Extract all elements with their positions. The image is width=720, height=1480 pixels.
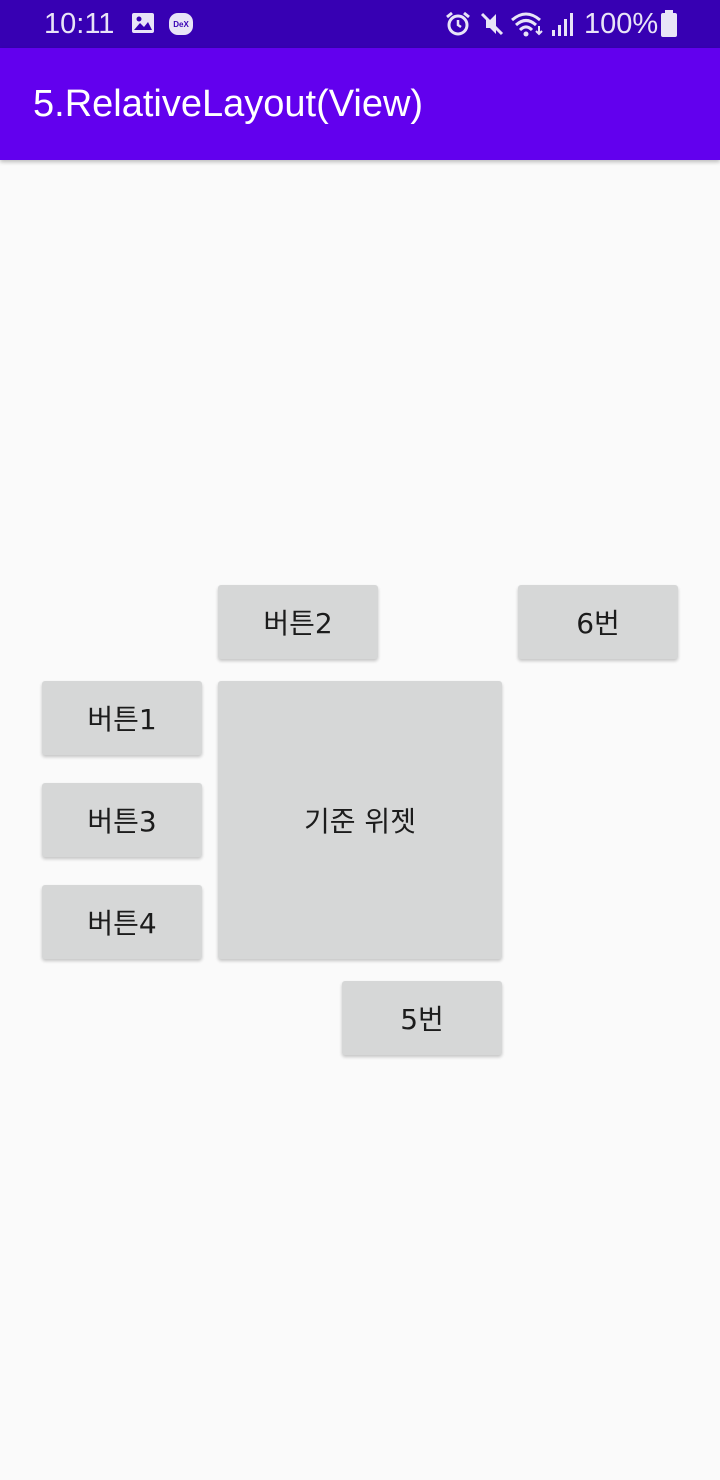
app-bar: 5.RelativeLayout(View) bbox=[0, 48, 720, 160]
button-1[interactable]: 버튼1 bbox=[42, 681, 202, 755]
status-bar: 10:11 DeX bbox=[0, 0, 720, 48]
button-6[interactable]: 6번 bbox=[518, 585, 678, 659]
button-5[interactable]: 5번 bbox=[342, 981, 502, 1055]
button-2[interactable]: 버튼2 bbox=[218, 585, 378, 659]
status-time: 10:11 bbox=[44, 8, 115, 40]
battery-percent: 100% bbox=[584, 8, 659, 40]
alarm-icon bbox=[444, 10, 472, 43]
mute-icon bbox=[478, 10, 506, 43]
wifi-icon bbox=[510, 10, 544, 43]
dex-icon: DeX bbox=[168, 11, 194, 42]
base-widget-button[interactable]: 기준 위젯 bbox=[218, 681, 502, 959]
button-3[interactable]: 버튼3 bbox=[42, 783, 202, 857]
signal-icon bbox=[550, 10, 576, 43]
app-title: 5.RelativeLayout(View) bbox=[33, 83, 424, 125]
battery-icon bbox=[660, 10, 678, 43]
gallery-icon bbox=[130, 10, 156, 41]
relative-layout: 버튼2 6번 버튼1 기준 위젯 버튼3 버튼4 5번 bbox=[0, 160, 720, 1480]
dex-label: DeX bbox=[173, 20, 189, 29]
button-4[interactable]: 버튼4 bbox=[42, 885, 202, 959]
